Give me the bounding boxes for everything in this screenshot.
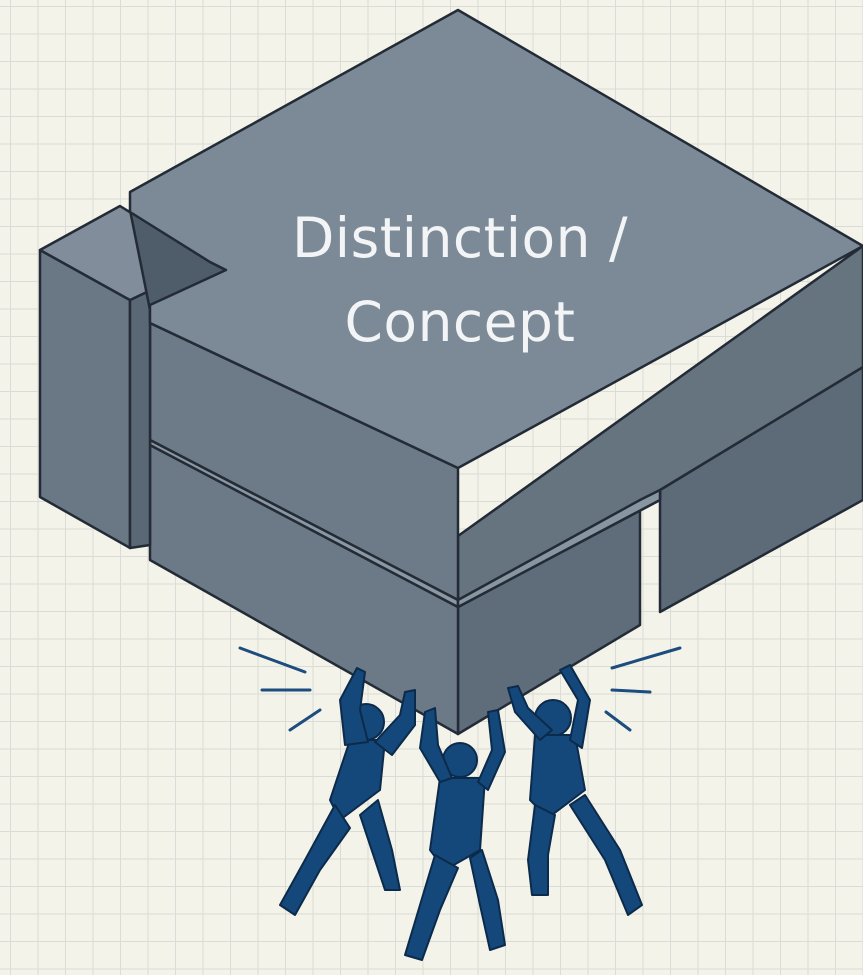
- figure-right-limb: [559, 664, 591, 749]
- block-label-line2: Concept: [344, 290, 576, 354]
- figure-left-limb: [279, 804, 351, 916]
- figure-right-limb: [569, 794, 643, 916]
- figure-left-limb: [359, 799, 401, 891]
- figure-right-limb: [527, 804, 556, 896]
- figure-right-limb: [507, 685, 553, 741]
- figure-left: [279, 667, 416, 916]
- figure-center-limb: [404, 854, 459, 961]
- figure-left-limb: [374, 689, 416, 756]
- block-label: Distinction / Concept: [210, 196, 710, 364]
- figure-right-limb: [529, 734, 586, 819]
- figure-center-limb: [419, 707, 453, 783]
- figure-left-limb: [339, 667, 369, 746]
- figure-right: [507, 664, 643, 916]
- figure-center-limb: [469, 849, 506, 951]
- figure-center-limb: [477, 709, 506, 791]
- motion-lines: [238, 646, 682, 732]
- block-label-line1: Distinction /: [291, 206, 629, 270]
- figure-center-limb: [429, 777, 486, 871]
- block-top-face: [128, 8, 863, 470]
- figure-center: [404, 707, 506, 961]
- block-step-strip: [456, 488, 662, 609]
